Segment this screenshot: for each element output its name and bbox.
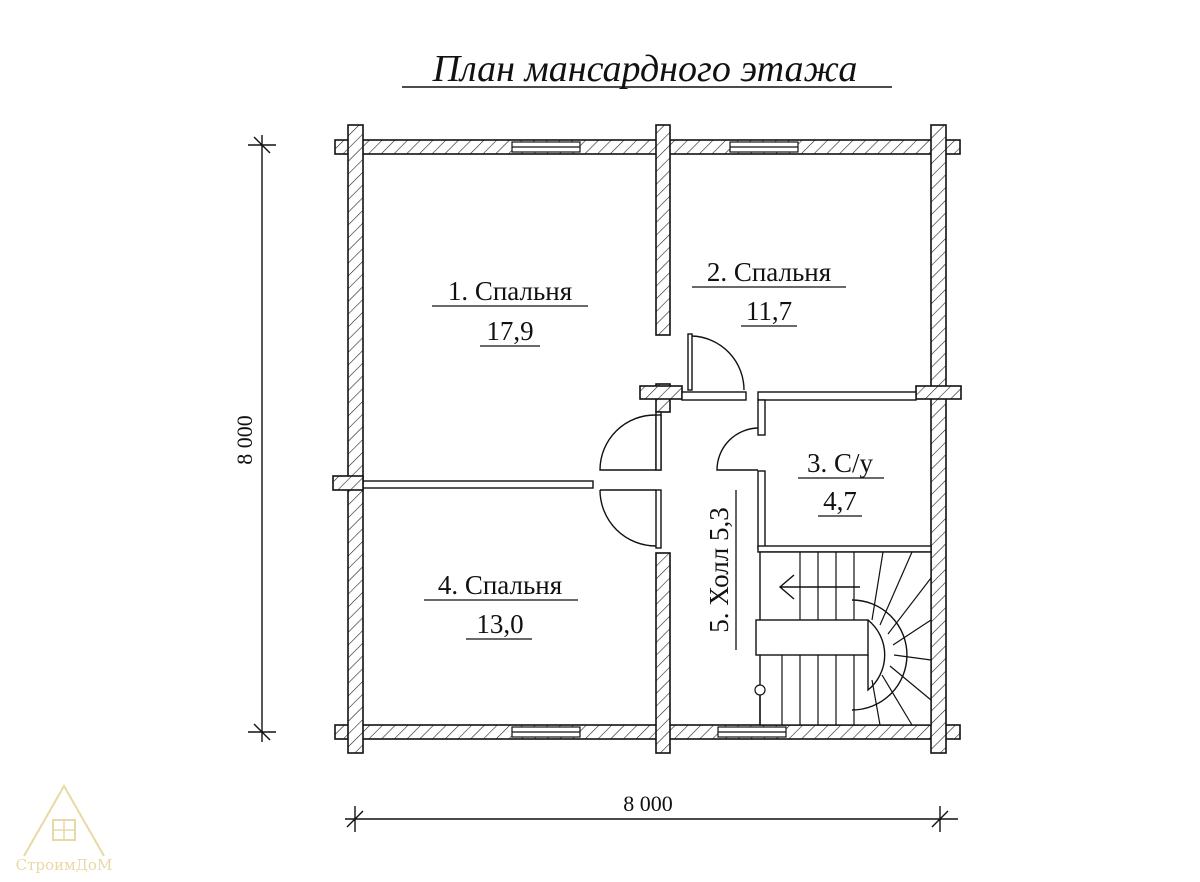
room-1-area: 17,9 bbox=[486, 316, 533, 346]
room-label-1: 1. Спальня 17,9 bbox=[432, 276, 588, 347]
plan-title: План мансардного этажа bbox=[402, 48, 892, 90]
room-4-name: 4. Спальня bbox=[438, 570, 562, 600]
door-bedroom-2 bbox=[687, 333, 745, 391]
room-2-name: 2. Спальня bbox=[707, 257, 831, 287]
staircase bbox=[754, 551, 932, 726]
room-3-area: 4,7 bbox=[823, 486, 857, 516]
partition-bath-top bbox=[757, 391, 917, 401]
room-2-area: 11,7 bbox=[746, 296, 792, 326]
room-label-2: 2. Спальня 11,7 bbox=[692, 257, 846, 327]
dimension-horizontal: 8 000 bbox=[345, 791, 958, 832]
door-bathroom bbox=[716, 427, 759, 471]
room-1-name: 1. Спальня bbox=[448, 276, 572, 306]
outer-walls bbox=[334, 124, 961, 754]
dimension-vertical: 8 000 bbox=[232, 135, 276, 742]
room-3-name: 3. С/у bbox=[807, 448, 874, 478]
watermark-logo: СтроимДоМ bbox=[16, 783, 113, 874]
partition-bath-left-lower bbox=[757, 470, 766, 549]
plan-title-text: План мансардного этажа bbox=[432, 48, 858, 90]
windows bbox=[511, 141, 799, 738]
room-4-area: 13,0 bbox=[476, 609, 523, 639]
wall-right bbox=[930, 124, 947, 754]
door-bedroom-4 bbox=[599, 489, 657, 547]
room-label-4: 4. Спальня 13,0 bbox=[424, 570, 578, 640]
partition-hall-top bbox=[681, 391, 747, 401]
room-label-5: 5. Холл 5,3 bbox=[704, 490, 737, 650]
wall-left bbox=[347, 124, 364, 754]
dimension-height-label: 8 000 bbox=[232, 415, 257, 465]
partition-bath-left-upper bbox=[757, 399, 766, 436]
wall-stub-right bbox=[915, 385, 962, 400]
interior-walls bbox=[332, 124, 962, 754]
door-bedroom-1 bbox=[599, 414, 662, 471]
room-5-name: 5. Холл 5,3 bbox=[704, 507, 734, 632]
wall-stub-left bbox=[639, 385, 683, 400]
wall-center-lower bbox=[655, 552, 671, 754]
logo-text: СтроимДоМ bbox=[16, 856, 113, 874]
doors bbox=[599, 333, 759, 547]
room-label-3: 3. С/у 4,7 bbox=[798, 448, 884, 517]
dimension-width-label: 8 000 bbox=[623, 791, 673, 816]
wall-stub-left-mid bbox=[332, 475, 364, 491]
wall-top bbox=[334, 139, 961, 155]
wall-door-jamb-lower bbox=[655, 489, 662, 549]
partition-bath-bottom bbox=[757, 545, 932, 553]
wall-bottom bbox=[334, 724, 961, 740]
wall-center-upper bbox=[655, 124, 671, 336]
partition-bedrooms bbox=[362, 480, 594, 489]
